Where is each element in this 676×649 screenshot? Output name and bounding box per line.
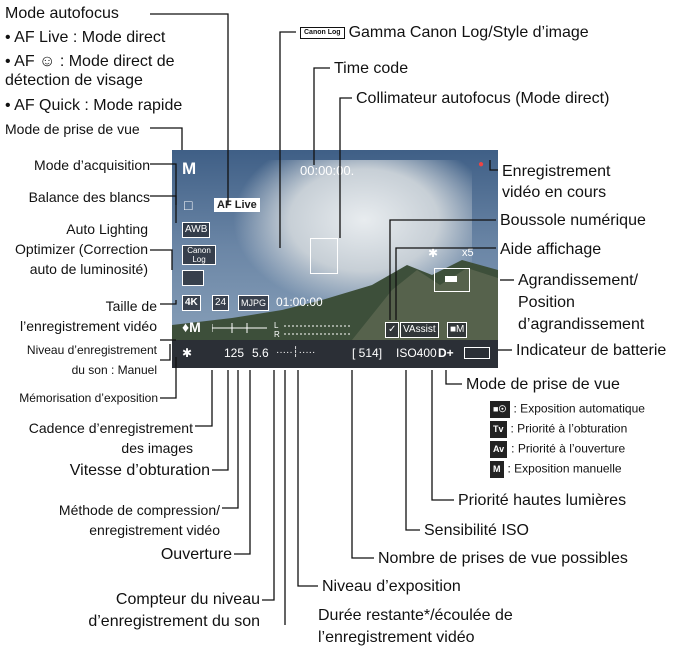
label-af-quick: • AF Quick : Mode rapide [5, 97, 183, 114]
compass-icon: ✓ [385, 322, 400, 338]
timecode-readout: 00:00:00. [300, 163, 355, 178]
svg-text:L: L [274, 321, 279, 330]
label-alo: Auto Lighting Optimizer (Correction auto… [14, 221, 148, 277]
label-shoot-mode-right: Mode de prise de vue [466, 376, 620, 393]
label-highlight: Priorité hautes lumières [458, 492, 627, 509]
label-shots-possible: Nombre de prises de vue possibles [378, 550, 628, 567]
label-shoot-mode-top: Mode de prise de vue [5, 121, 140, 137]
iso-readout: ISO400 [396, 346, 437, 360]
label-frame-rate: Cadence d’enregistrement des images [28, 420, 193, 456]
highlight-priority-icon: D+ [438, 346, 454, 360]
bottom-info-bar [172, 340, 498, 368]
alo-icon [182, 270, 204, 286]
battery-icon [464, 347, 490, 359]
magnification-position-box [434, 268, 470, 292]
label-aperture: Ouverture [160, 546, 232, 563]
compression-icon: MJPG [238, 295, 270, 311]
label-display-aid: Aide affichage [500, 241, 602, 258]
magnification-value: x5 [462, 247, 474, 259]
movie-m-icon: M [490, 461, 504, 478]
drive-mode-icon: □ [184, 197, 193, 213]
label-white-balance: Balance des blancs [28, 189, 150, 205]
exposure-level-scale: ·····┆····· [276, 347, 316, 358]
label-duration: Durée restante*/écoulée de l’enregistrem… [318, 607, 513, 646]
shooting-mode-indicator: M [182, 159, 197, 178]
magnification-position-marker [445, 276, 457, 282]
microphone-icon: ♦M [182, 319, 201, 335]
canon-log-legend-icon: Canon Log [300, 26, 345, 39]
shutter-speed-readout: 125 [224, 346, 245, 360]
label-compression: Méthode de compression/ enregistrement v… [58, 502, 220, 538]
ae-lock-icon: ✱ [182, 346, 193, 360]
recording-dot-icon: ● [478, 159, 485, 170]
movie-size-icon: 4K [182, 295, 201, 311]
frame-rate-icon: 24 [212, 295, 230, 311]
label-af-direct: • AF Live : Mode direct [5, 29, 166, 46]
label-magnification: Agrandissement/ Position d’agrandissemen… [518, 272, 645, 333]
sound-level-meter: L R [212, 321, 352, 339]
awb-icon: AWB [182, 222, 211, 238]
label-drive-mode: Mode d’acquisition [34, 157, 150, 173]
af-live-icon: AF Live [214, 198, 260, 212]
movie-auto-icon: ■☉ [490, 401, 510, 418]
label-rec-size: Taille de l’enregistrement vidéo [20, 298, 157, 334]
legend-mode-tv: Tv: Priorité à l’obturation [490, 421, 627, 438]
label-time-code: Time code [334, 60, 409, 77]
movie-mode-m-icon: ■M [447, 322, 468, 338]
label-recording: Enregistrement vidéo en cours [502, 163, 611, 201]
canon-log-icon: Canon Log [182, 245, 216, 265]
legend-mode-av: Av: Priorité à l’ouverture [490, 441, 625, 458]
aperture-readout: 5.6 [252, 346, 269, 360]
remaining-time-readout: 01:00:00 [276, 295, 323, 309]
camera-screen: M 00:00:00. ● □ AF Live AWB Canon Log 4K… [172, 150, 498, 368]
label-sound-level: Niveau d’enregistrement du son : Manuel [26, 343, 157, 377]
label-shutter-speed: Vitesse d’obturation [69, 462, 210, 479]
label-af-face: • AF ☺ : Mode direct de détection de vis… [5, 53, 175, 89]
label-sound-meter: Compteur du niveau d’enregistrement du s… [88, 591, 260, 630]
label-ae-lock: Mémorisation d’exposition [19, 391, 158, 405]
movie-tv-icon: Tv [490, 421, 507, 438]
magnify-star-icon: ✱ [428, 246, 439, 260]
display-assist-icon: VAssist [400, 322, 439, 338]
label-iso: Sensibilité ISO [424, 522, 529, 539]
legend-mode-auto: ■☉: Exposition automatique [490, 401, 645, 418]
svg-text:R: R [274, 330, 280, 339]
legend-mode-m: M: Exposition manuelle [490, 461, 622, 478]
label-af-point: Collimateur autofocus (Mode direct) [356, 90, 610, 107]
label-af-mode: Mode autofocus [5, 5, 119, 22]
shots-remaining-readout: [ 514] [352, 346, 383, 360]
af-point-frame [310, 238, 338, 274]
movie-av-icon: Av [490, 441, 508, 458]
label-compass: Boussole numérique [500, 212, 646, 229]
label-battery: Indicateur de batterie [516, 342, 667, 359]
label-exposure-level: Niveau d’exposition [322, 578, 461, 595]
